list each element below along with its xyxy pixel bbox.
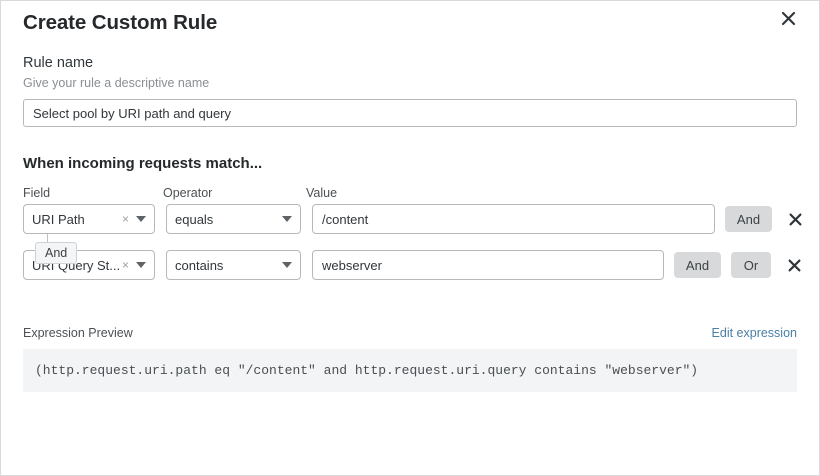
condition-connector-and[interactable]: And: [35, 242, 78, 264]
column-header-field: Field: [23, 186, 51, 200]
chevron-down-icon: [136, 262, 146, 268]
operator-select-1-label: equals: [175, 211, 214, 227]
table-row: URI Path × equals And: [23, 204, 801, 234]
field-select-1-label: URI Path: [32, 211, 85, 227]
close-icon-glyph: [788, 259, 800, 271]
condition-rows: And URI Path × equals And URI Qu: [23, 204, 801, 280]
operator-select-2-label: contains: [175, 257, 224, 273]
value-input-2[interactable]: [312, 250, 664, 280]
chevron-down-icon: [136, 216, 146, 222]
expression-preview-code: (http.request.uri.path eq "/content" and…: [23, 349, 797, 392]
expression-preview-header: Expression Preview Edit expression: [23, 326, 797, 340]
clear-icon[interactable]: ×: [121, 212, 129, 226]
and-button-1[interactable]: And: [725, 206, 772, 232]
field-select-1[interactable]: URI Path ×: [23, 204, 155, 234]
column-header-operator: Operator: [163, 186, 213, 200]
delete-condition-1-icon[interactable]: [785, 209, 805, 229]
or-button-2[interactable]: Or: [731, 252, 771, 278]
rule-name-input[interactable]: [23, 99, 797, 127]
operator-select-2[interactable]: contains: [166, 250, 301, 280]
close-icon-glyph: [781, 11, 795, 25]
and-button-2[interactable]: And: [674, 252, 721, 278]
dialog-header: Create Custom Rule: [23, 1, 797, 45]
close-icon[interactable]: [775, 5, 801, 31]
clear-icon[interactable]: ×: [121, 258, 129, 272]
rule-name-label: Rule name: [23, 55, 94, 71]
delete-condition-2-icon[interactable]: [784, 255, 804, 275]
table-row: URI Query St... × contains And Or: [23, 250, 800, 280]
expression-preview-label: Expression Preview: [23, 326, 133, 340]
operator-select-1[interactable]: equals: [166, 204, 301, 234]
column-header-value: Value: [306, 186, 338, 200]
chevron-down-icon: [282, 216, 292, 222]
close-icon-glyph: [789, 213, 801, 225]
match-section-title: When incoming requests match...: [23, 155, 263, 172]
condition-column-headers: Field Operator Value: [23, 186, 797, 200]
value-input-1[interactable]: [312, 204, 715, 234]
page-title: Create Custom Rule: [23, 11, 218, 34]
chevron-down-icon: [282, 262, 292, 268]
rule-name-help: Give your rule a descriptive name: [23, 76, 210, 90]
edit-expression-link[interactable]: Edit expression: [711, 326, 797, 340]
